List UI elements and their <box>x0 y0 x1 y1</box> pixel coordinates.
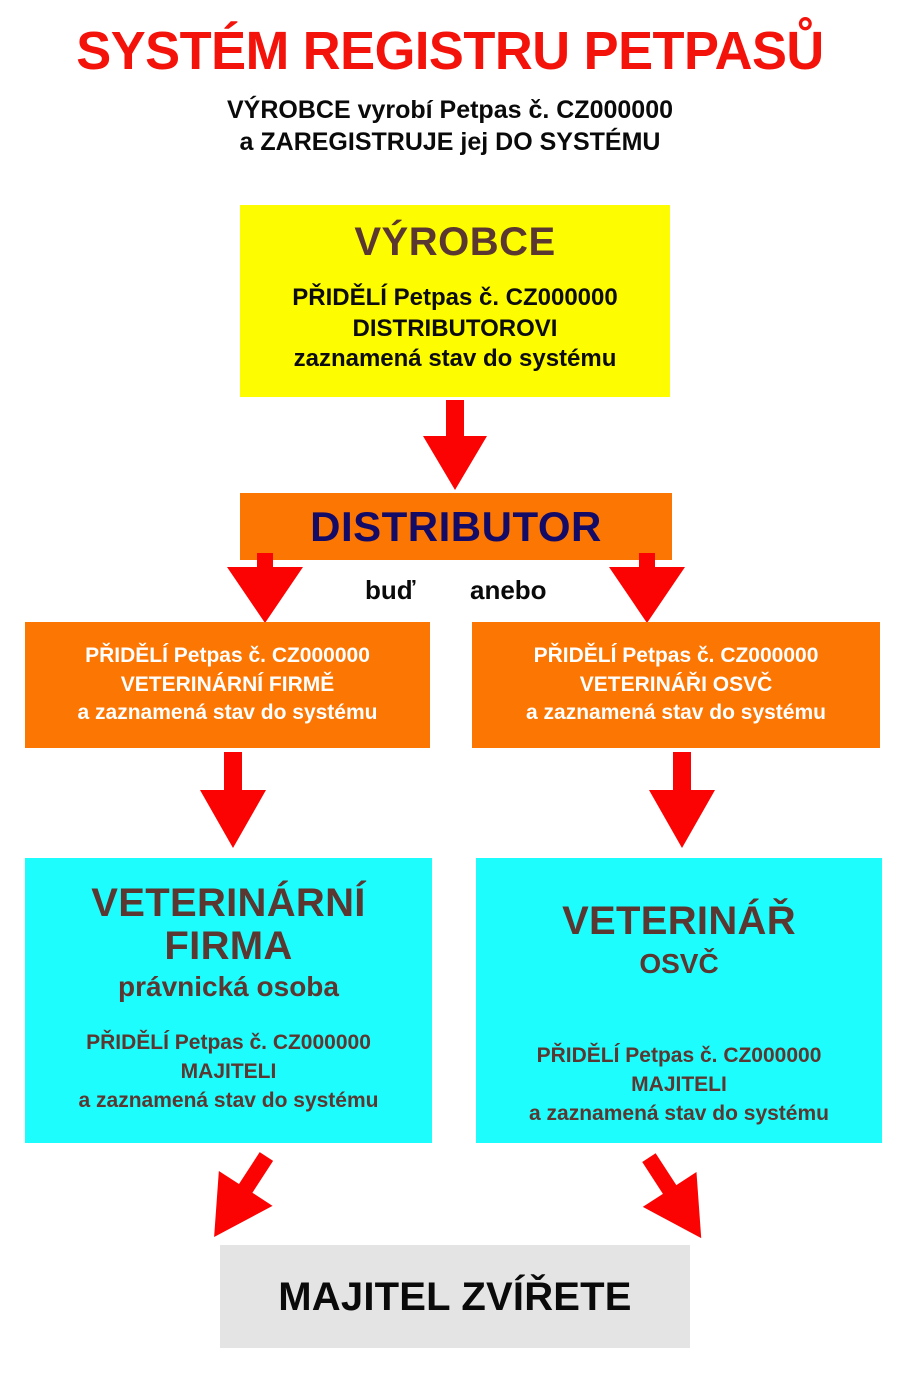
arrow-vet-osvc-to-owner <box>622 1147 732 1252</box>
assign-vet-osvc-line-1: PŘIDĚLÍ Petpas č. CZ000000 <box>533 644 819 668</box>
vet-firm-line-3: a zaznamená stav do systému <box>78 1089 379 1113</box>
distributor-heading: DISTRIBUTOR <box>310 502 602 550</box>
assign-vet-firm-line-2: VETERINÁRNÍ FIRMĚ <box>120 672 335 696</box>
vet-firm-line-2: MAJITELI <box>180 1060 277 1084</box>
subtitle-line-1: VÝROBCE vyrobí Petpas č. CZ000000 <box>226 96 674 124</box>
vet-firm-body: PŘIDĚLÍ Petpas č. CZ000000 MAJITELI a za… <box>79 1029 379 1116</box>
vet-osvc-body: PŘIDĚLÍ Petpas č. CZ000000 MAJITELI a za… <box>529 1042 829 1129</box>
branch-label-left: buď <box>365 575 416 605</box>
vet-firm-heading-line-1: VETERINÁRNÍ <box>91 881 366 925</box>
assign-vet-osvc-line-3: a zaznamená stav do systému <box>526 701 826 725</box>
manufacturer-line-2: DISTRIBUTOROVI <box>352 314 558 342</box>
manufacturer-heading: VÝROBCE <box>354 220 556 264</box>
manufacturer-body: PŘIDĚLÍ Petpas č. CZ000000 DISTRIBUTOROV… <box>292 283 617 375</box>
vet-osvc-heading: VETERINÁŘ <box>562 899 796 943</box>
vet-osvc-line-2: MAJITELI <box>631 1072 727 1096</box>
subtitle-line-2: a ZAREGISTRUJE jej DO SYSTÉMU <box>239 128 661 156</box>
page-title: SYSTÉM REGISTRU PETPASŮ <box>76 21 824 81</box>
node-manufacturer: VÝROBCE PŘIDĚLÍ Petpas č. CZ000000 DISTR… <box>240 205 670 397</box>
page-subtitle: VÝROBCE vyrobí Petpas č. CZ000000 a ZARE… <box>0 94 900 158</box>
manufacturer-line-1: PŘIDĚLÍ Petpas č. CZ000000 <box>292 284 618 311</box>
arrow-distributor-to-vet-osvc <box>592 553 702 625</box>
vet-osvc-subheading: OSVČ <box>639 948 719 980</box>
manufacturer-line-3: zaznamená stav do systému <box>293 345 617 373</box>
vet-osvc-line-1: PŘIDĚLÍ Petpas č. CZ000000 <box>536 1043 822 1067</box>
vet-firm-line-1: PŘIDĚLÍ Petpas č. CZ000000 <box>86 1031 371 1055</box>
vet-firm-subheading: právnická osoba <box>118 971 339 1003</box>
arrow-distributor-to-vet-firm <box>210 553 320 625</box>
assign-vet-firm-line-3: a zaznamená stav do systému <box>77 701 378 725</box>
node-vet-osvc: VETERINÁŘ OSVČ PŘIDĚLÍ Petpas č. CZ00000… <box>476 858 882 1143</box>
owner-heading: MAJITEL ZVÍŘETE <box>278 1274 632 1319</box>
vet-osvc-line-3: a zaznamená stav do systému <box>529 1101 829 1125</box>
assign-vet-osvc-body: PŘIDĚLÍ Petpas č. CZ000000 VETERINÁŘI OS… <box>526 642 826 728</box>
node-animal-owner: MAJITEL ZVÍŘETE <box>220 1245 690 1348</box>
arrow-assign-to-vet-osvc-node <box>632 752 732 852</box>
arrow-assign-to-vet-firm-node <box>183 752 283 852</box>
node-assign-to-vet-firm: PŘIDĚLÍ Petpas č. CZ000000 VETERINÁRNÍ F… <box>25 622 430 748</box>
assign-vet-firm-line-1: PŘIDĚLÍ Petpas č. CZ000000 <box>85 644 370 668</box>
branch-label-right: anebo <box>470 575 547 605</box>
node-assign-to-vet-osvc: PŘIDĚLÍ Petpas č. CZ000000 VETERINÁŘI OS… <box>472 622 880 748</box>
assign-vet-firm-body: PŘIDĚLÍ Petpas č. CZ000000 VETERINÁRNÍ F… <box>78 642 378 728</box>
vet-firm-heading: VETERINÁRNÍ FIRMA <box>91 881 366 969</box>
assign-vet-osvc-line-2: VETERINÁŘI OSVČ <box>579 672 773 696</box>
node-distributor: DISTRIBUTOR <box>240 493 672 560</box>
arrow-manufacturer-to-distributor <box>405 400 505 495</box>
vet-firm-heading-line-2: FIRMA <box>164 924 293 969</box>
arrow-vet-firm-to-owner <box>185 1147 295 1252</box>
node-vet-firm: VETERINÁRNÍ FIRMA právnická osoba PŘIDĚL… <box>25 858 432 1143</box>
